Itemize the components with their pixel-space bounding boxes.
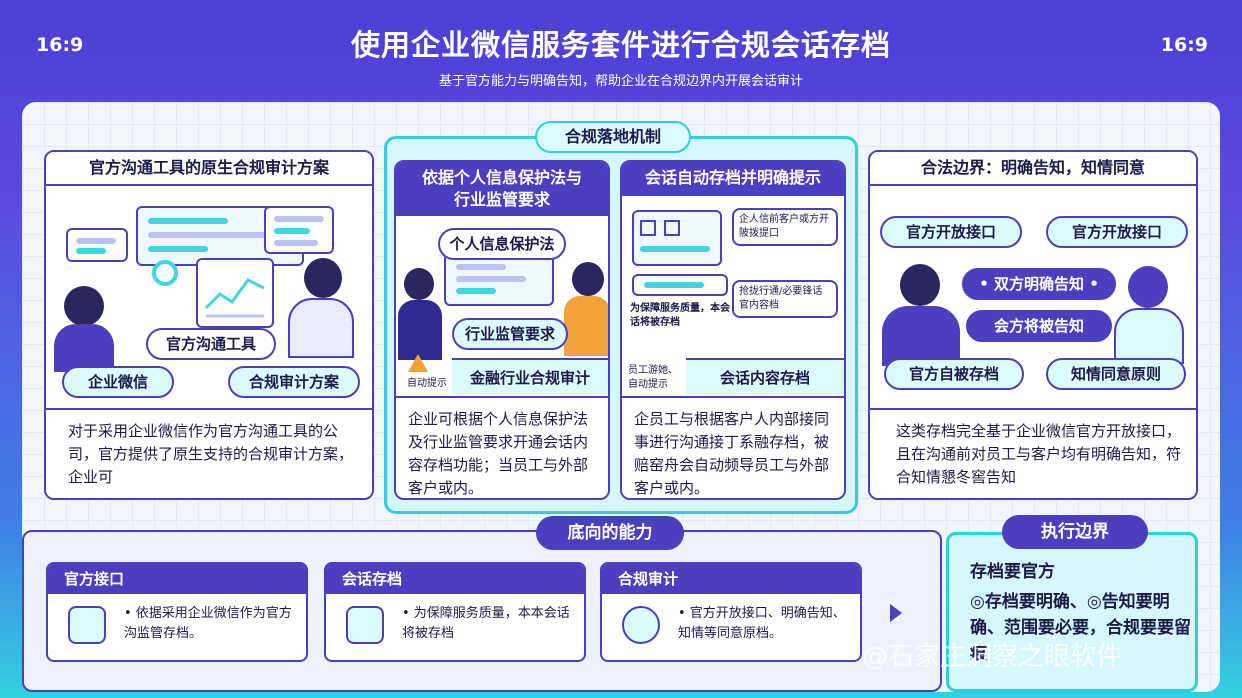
official-api-card: 官方接口 • 依据采用企业微信作为官方沟监管存档。 <box>46 562 308 662</box>
woman-avatar-icon <box>64 286 104 326</box>
law-illustration: 个人信息保护法 行业监管要求 <box>396 218 608 378</box>
audit-plan-pill: 合规审计方案 <box>228 366 360 398</box>
api-icon <box>68 606 106 644</box>
official-tool-text: 对于采用企业微信作为官方沟通工具的公司，官方提供了原生支持的合规审计方案，企业可 <box>46 408 372 498</box>
warning-icon <box>408 354 428 372</box>
archive-screen-icon <box>632 210 722 266</box>
client-bubble: 企人信前客户或方开陂拨提口 <box>732 208 838 246</box>
official-api-card-body: • 依据采用企业微信作为官方沟监管存档。 <box>124 606 292 641</box>
archive-auto-tip-badge: 员工游她、自动提示 <box>628 365 678 390</box>
archive-panel: 会话自动存档并明确提示 企人信前客户或方开陂拨提口 抢拢行通/必要锋话官内容档 … <box>620 160 846 500</box>
message-bubble-icon <box>264 206 334 254</box>
legal-boundary-text: 这类存档完全基于企业微信官方开放接口，且在沟通前对员工与客户均有明确告知，符合知… <box>870 408 1196 498</box>
employee-avatar-icon <box>900 264 940 306</box>
ratio-left: 16:9 <box>36 34 84 56</box>
law-panel-title: 依据个人信息保护法与 行业监管要求 <box>396 162 608 216</box>
law-panel: 依据个人信息保护法与 行业监管要求 个人信息保护法 行业监管要求 自动提示 金融… <box>394 160 610 500</box>
chat-bubble-icon <box>66 228 128 262</box>
necessary-bubble: 抢拢行通/必要锋话官内容档 <box>732 280 838 318</box>
official-api-card-head: 官方接口 <box>48 564 306 594</box>
execution-text: 存档要官方 ◎存档要明确、◎告知要明确、范围要必要，合规要要留痕 <box>970 559 1192 667</box>
watermark: @石家庄洞察之眼软件 <box>862 642 1123 672</box>
law-auto-tip-badge: 自动提示 <box>407 378 447 389</box>
chart-screen-icon <box>196 258 274 328</box>
lawyer-body-icon <box>398 300 442 360</box>
wecom-pill: 企业微信 <box>62 366 174 398</box>
office-illustration: 官方沟通工具 企业微信 合规审计方案 <box>46 188 372 398</box>
session-archive-card-head: 会话存档 <box>326 564 584 594</box>
progress-screen-icon <box>632 274 728 296</box>
finance-audit-band: 金融行业合规审计 <box>452 358 608 394</box>
employee-body-icon <box>882 306 960 366</box>
wechat-logo-icon <box>152 260 178 286</box>
compliance-audit-card-head: 合规审计 <box>602 564 860 594</box>
lawyer-avatar-icon <box>404 268 434 300</box>
regulation-pill: 行业监管要求 <box>452 318 568 350</box>
self-archive-pill: 官方自被存档 <box>884 358 1024 390</box>
open-api-pill-2: 官方开放接口 <box>1046 216 1188 248</box>
archive-notice: 为保障服务质量，本会话将被存档 <box>630 303 730 328</box>
execution-frame <box>946 532 1198 692</box>
woman-body-icon <box>54 324 114 372</box>
page-subtitle: 基于官方能力与明确告知，帮助企业在合规边界内开展会话审计 <box>438 74 803 89</box>
execution-line-1: 存档要官方 <box>970 562 1055 582</box>
archive-panel-title: 会话自动存档并明确提示 <box>622 162 844 196</box>
man-avatar-icon <box>304 258 342 298</box>
official-tool-panel: 官方沟通工具的原生合规审计方案 官 <box>44 150 374 500</box>
arrow-right-icon <box>890 604 902 622</box>
official-tool-title: 官方沟通工具的原生合规审计方案 <box>46 152 372 186</box>
law-panel-text: 企业可根据个人信息保护法及行业监管要求开通会话内容存档功能；当员工与外部客户或内… <box>396 396 608 498</box>
audit-search-icon <box>622 606 660 644</box>
archive-doc-icon <box>346 606 384 644</box>
compliance-audit-card-body: • 官方开放接口、明确告知、知情等同意原档。 <box>678 606 846 641</box>
page-title: 使用企业微信服务套件进行合规会话存档 <box>350 28 891 62</box>
document-screen-icon <box>444 252 554 306</box>
party-notified-pill: 会方将被告知 <box>966 310 1112 342</box>
official-tool-pill: 官方沟通工具 <box>146 328 276 360</box>
compliance-audit-card: 合规审计 • 官方开放接口、明确告知、知情等同意原档。 <box>600 562 862 662</box>
pipl-pill: 个人信息保护法 <box>438 228 566 260</box>
informed-consent-pill: 知情同意原则 <box>1046 358 1186 390</box>
consent-illustration: 官方开放接口 官方开放接口 • 双方明确告知 • 会方将被告知 官方自被存档 知… <box>870 188 1196 398</box>
mutual-notice-pill: • 双方明确告知 • <box>962 268 1116 300</box>
open-api-pill-1: 官方开放接口 <box>880 216 1022 248</box>
man-body-icon <box>288 298 354 358</box>
legal-boundary-title: 合法边界：明确告知，知情同意 <box>870 152 1196 186</box>
regulator-avatar-icon <box>572 262 604 296</box>
capabilities-title: 底向的能力 <box>536 516 684 550</box>
regulator-body-icon <box>564 296 608 356</box>
ratio-right: 16:9 <box>1160 34 1208 56</box>
mechanism-label: 合规落地机制 <box>535 121 691 153</box>
archive-illustration: 企人信前客户或方开陂拨提口 抢拢行通/必要锋话官内容档 为保障服务质量，本会话将… <box>622 198 844 358</box>
content-board: 官方沟通工具的原生合规审计方案 官 <box>22 102 1220 692</box>
session-archive-card-body: • 为保障服务质量，本本会话将被存档 <box>402 606 570 641</box>
execution-title: 执行边界 <box>1002 515 1148 549</box>
customer-avatar-icon <box>1128 266 1168 308</box>
archive-panel-text: 企员工与根据客户人内部接同事进行沟通接丁系融存档，被赔窑舟会自动频导员工与外部客… <box>622 396 844 498</box>
session-archive-card: 会话存档 • 为保障服务质量，本本会话将被存档 <box>324 562 586 662</box>
execution-line-2: ◎存档要明确、◎告知要明确、范围要必要，合规要要留痕 <box>970 592 1191 664</box>
customer-body-icon <box>1114 308 1184 364</box>
session-archive-band: 会话内容存档 <box>686 358 844 394</box>
legal-boundary-panel: 合法边界：明确告知，知情同意 官方开放接口 官方开放接口 • 双方明确告知 • … <box>868 150 1198 500</box>
